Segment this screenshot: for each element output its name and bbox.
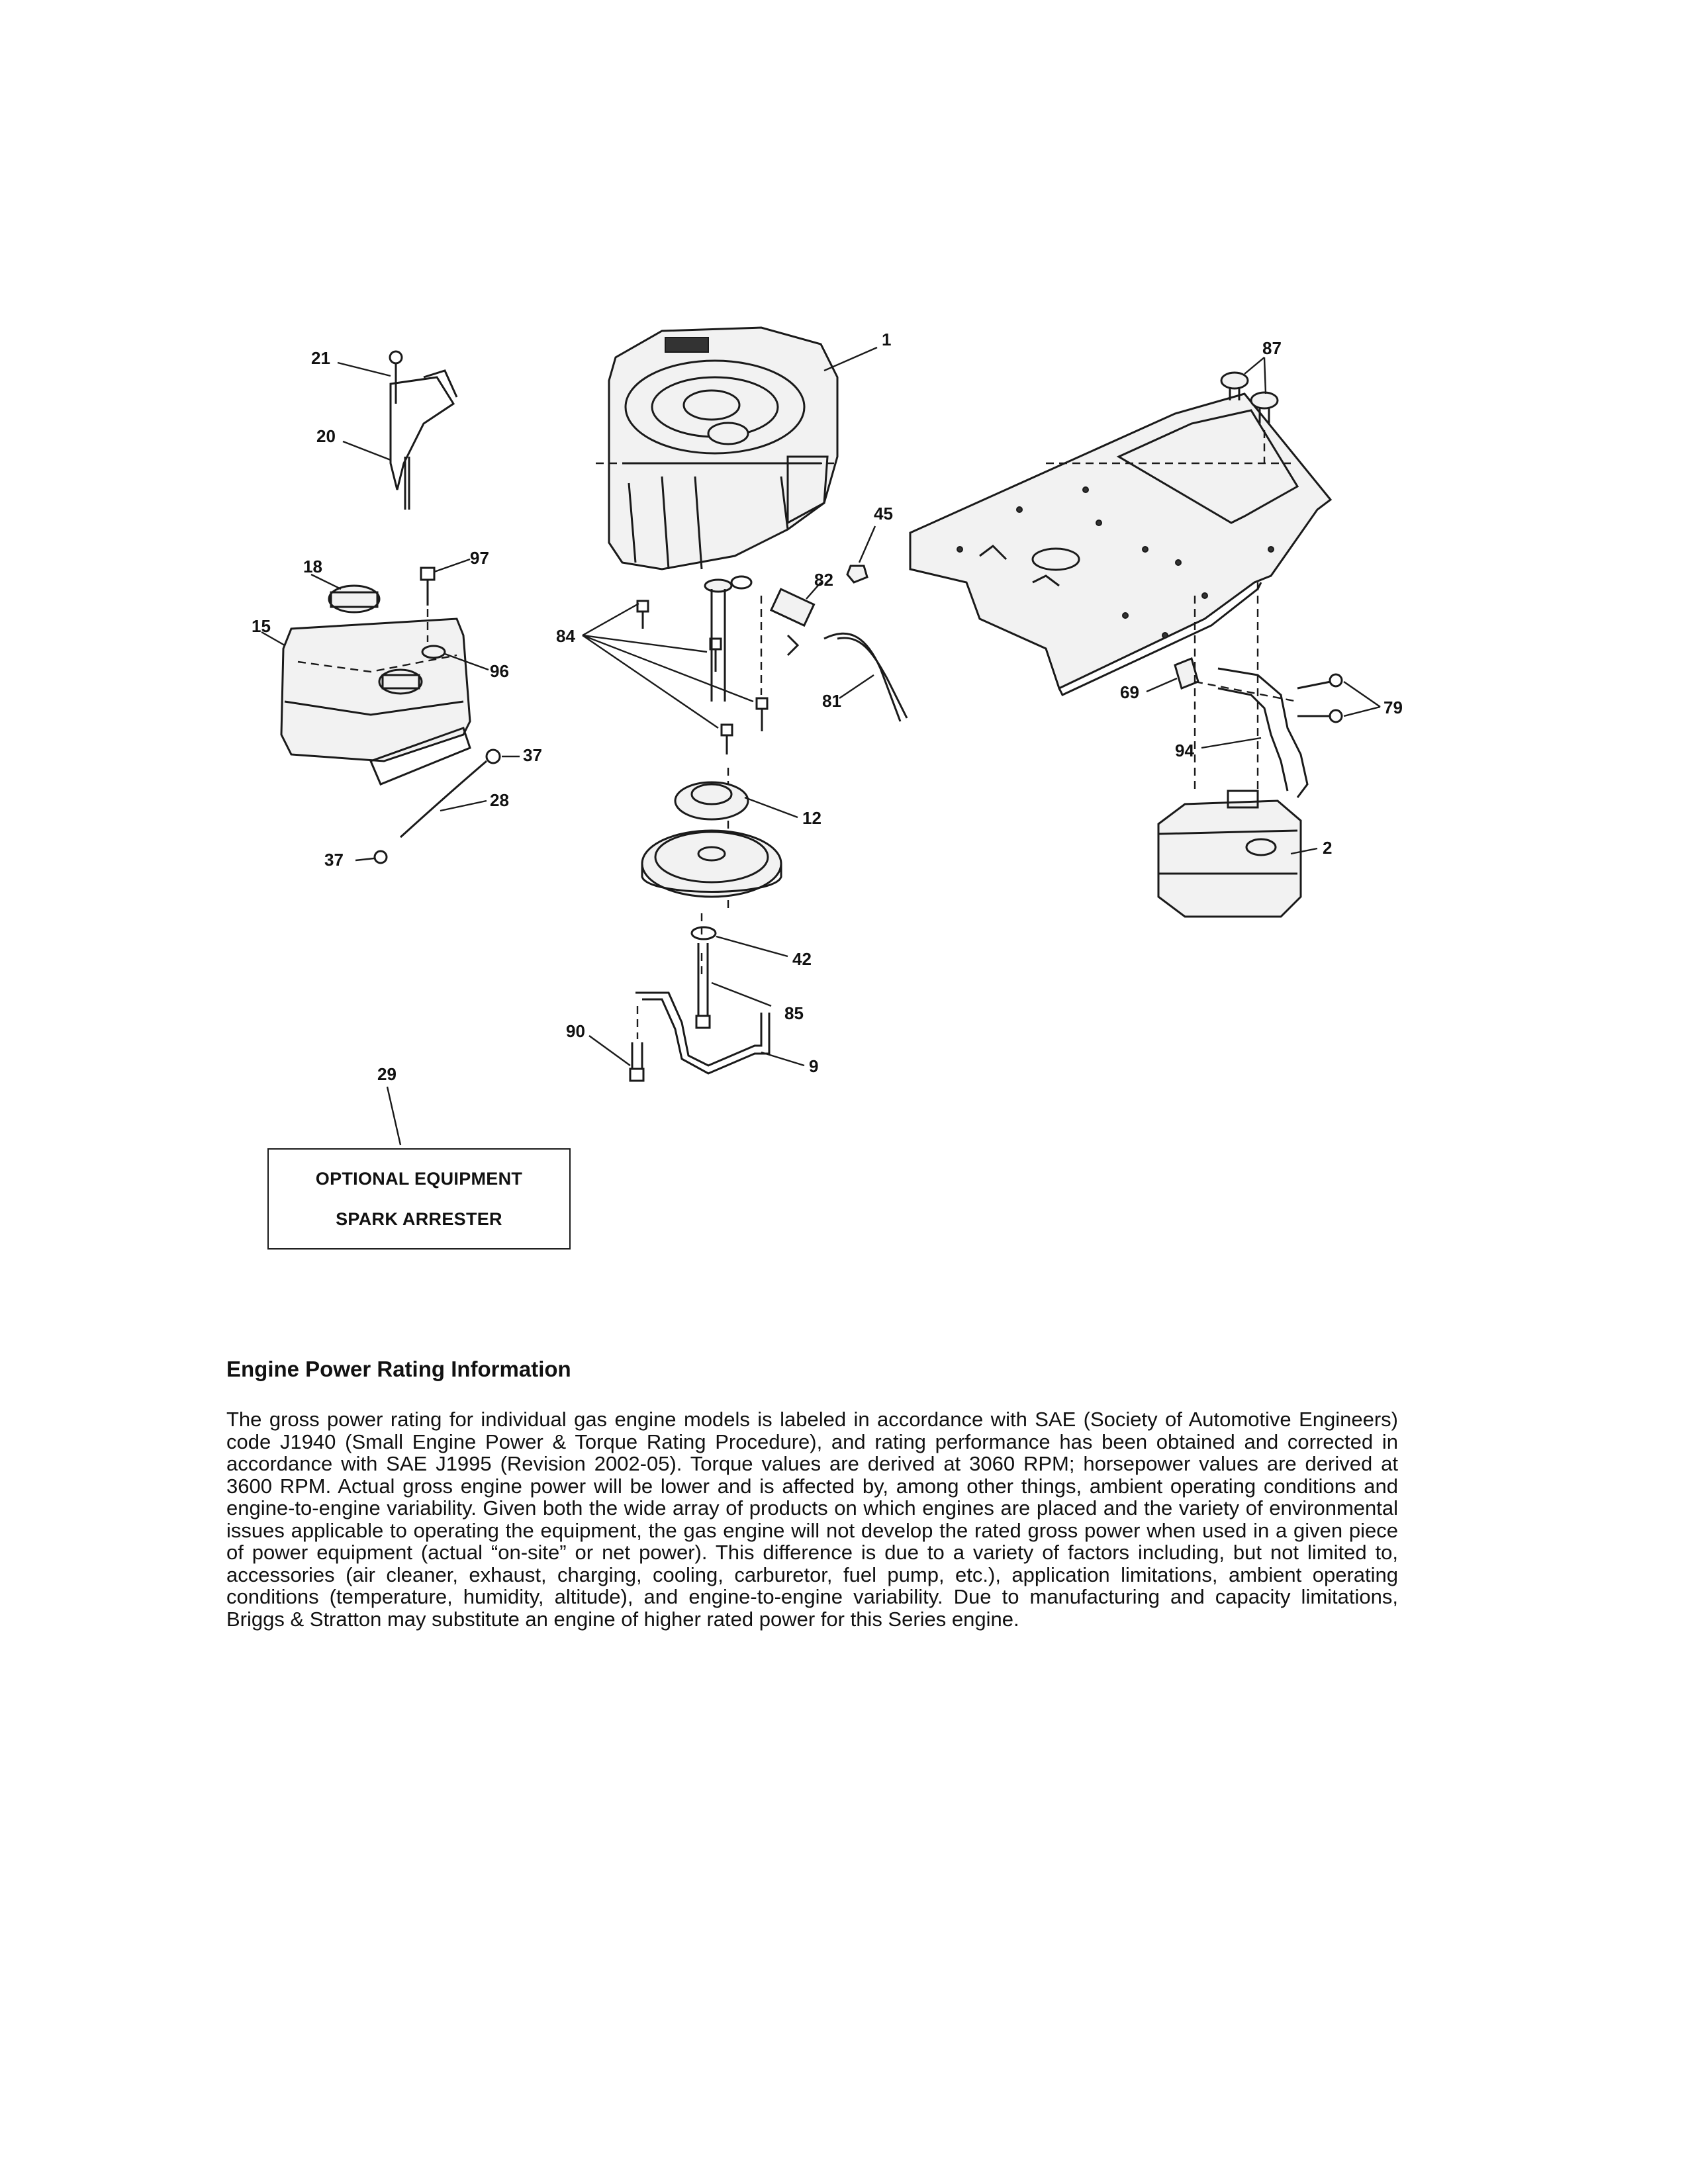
- muffler-part: [1157, 790, 1302, 918]
- callout-79: 79: [1383, 698, 1403, 717]
- callout-69: 69: [1120, 682, 1139, 702]
- fuel-tank-part: [280, 617, 471, 786]
- callout-96: 96: [490, 661, 509, 681]
- callout-97: 97: [470, 548, 489, 568]
- callout-21: 21: [311, 348, 330, 368]
- callout-2: 2: [1323, 838, 1332, 858]
- callout-45: 45: [874, 504, 893, 523]
- optional-equipment-label: OPTIONAL EQUIPMENT: [315, 1168, 523, 1189]
- callout-1: 1: [882, 330, 891, 349]
- parts-diagram: 1 2 9 12 15 18 20 21 28 29 37 37 42 45 6…: [252, 326, 1403, 1146]
- callout-94: 94: [1175, 741, 1194, 760]
- callout-87: 87: [1262, 338, 1282, 358]
- callout-42: 42: [792, 949, 812, 969]
- screws-87-part: [1220, 371, 1279, 463]
- spark-arrester-label: SPARK ARRESTER: [336, 1208, 502, 1229]
- fuel-line-part: [399, 760, 487, 839]
- callout-81: 81: [822, 691, 841, 711]
- washer-42-part: [690, 926, 717, 940]
- callout-37-top: 37: [523, 745, 542, 765]
- fuel-cap-part: [328, 584, 381, 614]
- callout-29: 29: [377, 1064, 397, 1084]
- callout-90: 90: [566, 1021, 585, 1041]
- optional-equipment-box: OPTIONAL EQUIPMENT SPARK ARRESTER: [267, 1148, 571, 1250]
- clamp-37-top-part: [485, 749, 501, 764]
- callout-37-bottom: 37: [324, 850, 344, 870]
- info-section-body: The gross power rating for individual ga…: [226, 1408, 1398, 1631]
- bolt-97-part: [420, 567, 436, 642]
- callout-9: 9: [809, 1056, 818, 1076]
- engine-bolts-part: [636, 600, 769, 754]
- washer-96-part: [421, 645, 446, 659]
- fuel-filter-part: [769, 588, 816, 657]
- clamp-37-bottom-part: [373, 850, 388, 864]
- bolts-79-part: [1297, 673, 1343, 723]
- fitting-45-part: [846, 565, 868, 584]
- callout-12: 12: [802, 808, 821, 828]
- throttle-control-part: [389, 350, 458, 510]
- exhaust-pipe-part: [1217, 667, 1309, 798]
- callout-20: 20: [316, 426, 336, 446]
- engine-part: [596, 326, 839, 570]
- callout-15: 15: [252, 616, 271, 636]
- engine-mounting-plate-part: [909, 392, 1333, 696]
- bolt-90-part: [629, 1006, 645, 1082]
- pulley-part: [641, 781, 782, 898]
- info-section-title: Engine Power Rating Information: [226, 1357, 571, 1381]
- callout-82: 82: [814, 570, 833, 590]
- callout-84: 84: [556, 626, 575, 646]
- bracket-9-part: [635, 991, 763, 1067]
- callout-85: 85: [784, 1003, 804, 1023]
- callout-28: 28: [490, 790, 509, 810]
- bolt-85-part: [695, 943, 711, 1029]
- callout-18: 18: [303, 557, 322, 576]
